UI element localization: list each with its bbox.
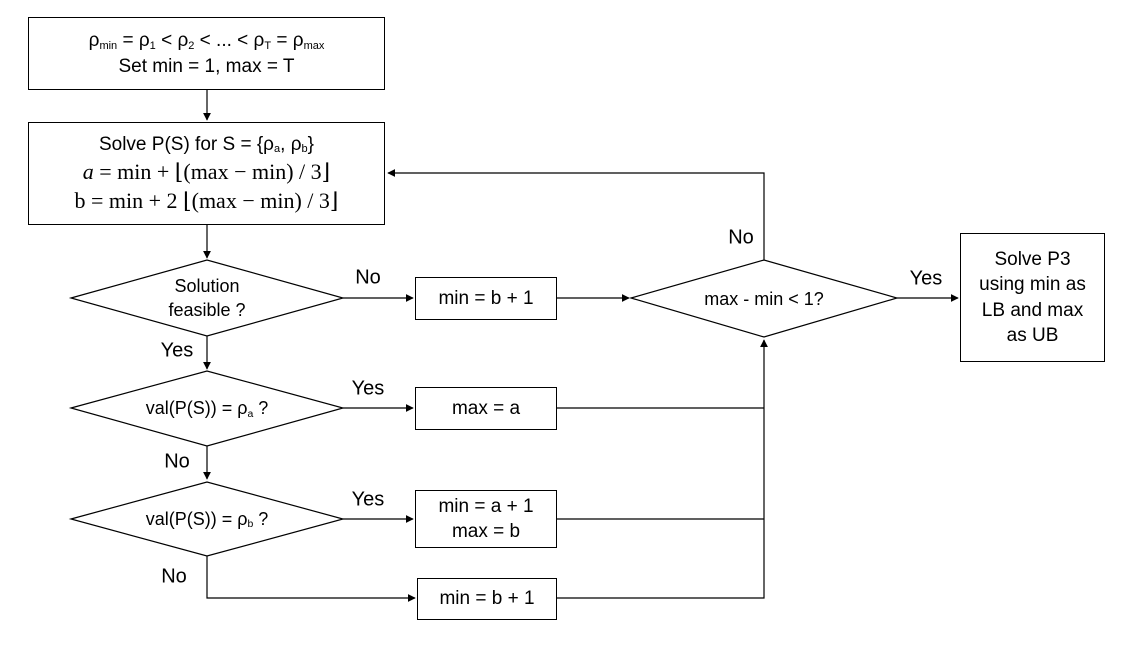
solve-ps-box: Solve P(S) for S = {ρa, ρb}a = min + ⌊(m… bbox=[28, 122, 385, 225]
edge-label-loop-no: No bbox=[728, 226, 754, 249]
edge-label-loop-yes: Yes bbox=[909, 267, 943, 290]
edge-label-val-b-no: No bbox=[161, 565, 187, 588]
edge-label-val-a-no: No bbox=[164, 450, 190, 473]
min-b-plus-1-box: min = b + 1 bbox=[415, 277, 557, 320]
edge-label-feasible-no: No bbox=[355, 266, 381, 289]
edge-val-b-no bbox=[206, 556, 416, 602]
min-b-plus-1-bottom-box: min = b + 1 bbox=[417, 578, 557, 620]
edge-label-val-b-yes: Yes bbox=[351, 488, 385, 511]
max-equals-a-box: max = a bbox=[415, 387, 557, 430]
val-a-diamond bbox=[68, 370, 346, 447]
feasible-diamond bbox=[68, 259, 346, 337]
val-b-diamond bbox=[68, 481, 346, 557]
edge-collector-to-loop bbox=[557, 339, 768, 599]
edge-loop-no-feedback bbox=[387, 169, 765, 260]
edge-label-feasible-yes: Yes bbox=[160, 339, 194, 362]
edge-label-val-a-yes: Yes bbox=[351, 377, 385, 400]
loop-check-diamond bbox=[628, 259, 900, 338]
